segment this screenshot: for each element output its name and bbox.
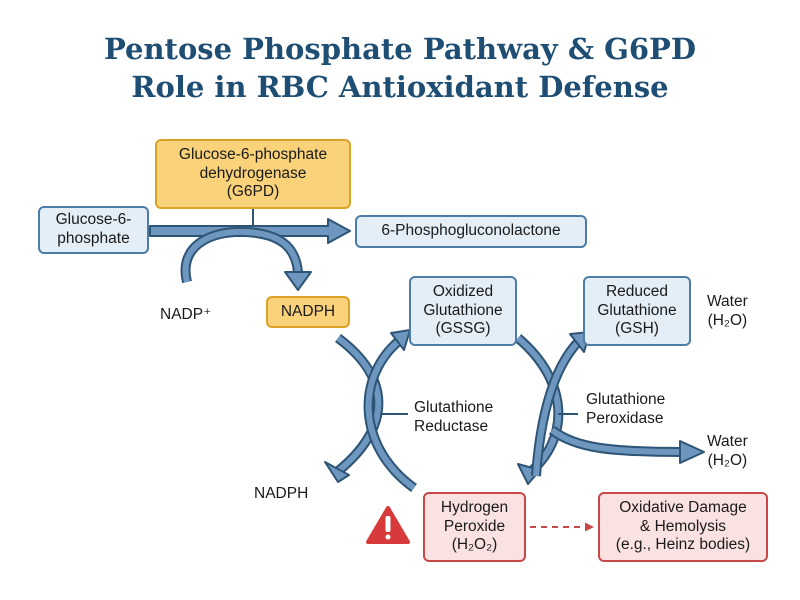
- nadph-box-label: NADPH: [280, 302, 336, 320]
- reductase-gssg-arrow: [363, 329, 417, 493]
- gssg-line-3: (GSSG): [435, 320, 491, 338]
- peroxidase-to-water-arrow: [548, 425, 705, 464]
- damage-line-3: (e.g., Heinz bodies): [615, 536, 751, 554]
- warning-triangle-icon: [366, 506, 410, 544]
- gsh-line-2: Glutathione: [597, 301, 677, 319]
- g6pd-line-2: dehydrogenase: [199, 164, 307, 182]
- water-top-label: Water (H₂O): [707, 292, 748, 331]
- pgl-label: 6-Phosphogluconolactone: [381, 222, 561, 240]
- g6p-line-1: Glucose-6-: [55, 211, 132, 229]
- reductase-line-1: Glutathione: [414, 399, 494, 416]
- oxidized-glutathione-box: Oxidized Glutathione (GSSG): [409, 276, 517, 346]
- g6pd-enzyme-box: Glucose-6-phosphate dehydrogenase (G6PD): [155, 139, 351, 209]
- glutathione-reductase-label: Glutathione Reductase: [414, 398, 493, 437]
- gsh-line-3: (GSH): [615, 320, 659, 338]
- g6pd-line-1: Glucose-6-phosphate: [178, 146, 328, 164]
- h2o2-line-3: (H₂O₂): [451, 536, 498, 554]
- reduced-glutathione-box: Reduced Glutathione (GSH): [583, 276, 691, 346]
- diagram-title-line-1: Pentose Phosphate Pathway & G6PD: [103, 32, 696, 66]
- h2o2-line-1: Hydrogen: [440, 499, 509, 517]
- nadph-box: NADPH: [266, 296, 350, 328]
- peroxidase-line-2: Peroxidase: [586, 410, 664, 428]
- reductase-line-2: Reductase: [414, 418, 489, 436]
- g6pd-line-3: (G6PD): [226, 183, 280, 201]
- diagram-title-line-2: Role in RBC Antioxidant Defense: [131, 70, 669, 104]
- hydrogen-peroxide-box: Hydrogen Peroxide (H₂O₂): [423, 492, 526, 562]
- gssg-line-2: Glutathione: [423, 301, 503, 319]
- nadp-to-nadph-arrow: [180, 226, 312, 291]
- water-top-line-2: (H₂O): [707, 312, 748, 330]
- h2o2-line-2: Peroxide: [443, 517, 506, 535]
- gssg-line-1: Oxidized: [432, 283, 494, 301]
- water-bottom-line-1: Water: [707, 433, 748, 450]
- phosphogluconolactone-box: 6-Phosphogluconolactone: [355, 215, 587, 248]
- damage-line-2: & Hemolysis: [639, 517, 727, 535]
- damage-line-1: Oxidative Damage: [619, 499, 747, 517]
- nadph-output-label: NADPH: [254, 485, 309, 502]
- nadp-plus-label: NADP⁺: [160, 306, 212, 323]
- water-top-line-1: Water: [707, 293, 748, 310]
- water-bottom-label: Water (H₂O): [707, 432, 748, 471]
- glucose-6-phosphate-box: Glucose-6- phosphate: [38, 206, 149, 254]
- gsh-line-1: Reduced: [605, 283, 669, 301]
- g6p-line-2: phosphate: [57, 230, 130, 247]
- peroxidase-line-1: Glutathione: [586, 391, 666, 408]
- glutathione-peroxidase-label: Glutathione Peroxidase: [586, 390, 665, 429]
- water-bottom-line-2: (H₂O): [707, 452, 748, 470]
- reductase-nadph-arrow: [324, 333, 384, 483]
- oxidative-damage-box: Oxidative Damage & Hemolysis (e.g., Hein…: [598, 492, 768, 562]
